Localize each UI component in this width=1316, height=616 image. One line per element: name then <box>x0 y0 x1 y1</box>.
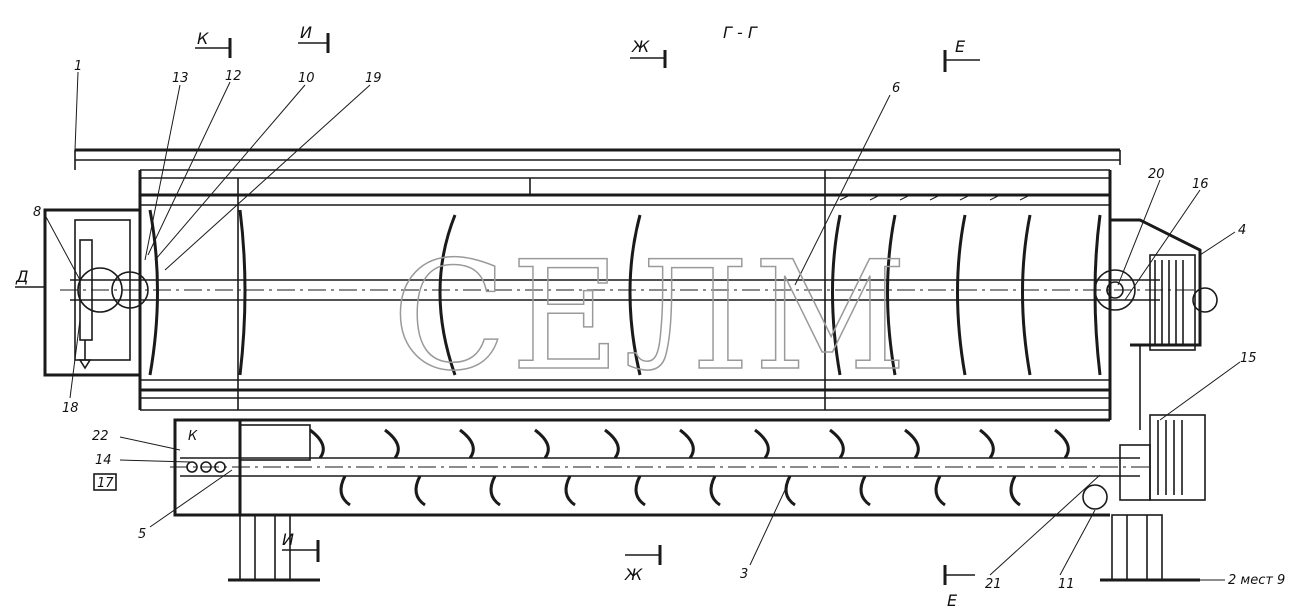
watermark: СЕЛМ <box>392 230 911 404</box>
section-mark-i: И <box>300 23 312 42</box>
callout-6: 6 <box>892 81 900 96</box>
section-marks <box>15 33 980 585</box>
top-frame-rail <box>74 148 1121 179</box>
callout-3: 3 <box>740 567 748 582</box>
callout-13: 13 <box>172 71 189 86</box>
callout-1: 1 <box>74 59 82 74</box>
section-mark-k: К <box>197 29 209 48</box>
callout-4: 4 <box>1238 223 1246 238</box>
section-mark-k-small: К <box>188 429 198 444</box>
callout-21: 21 <box>985 577 1002 592</box>
section-mark-zh-bottom: Ж <box>624 565 643 584</box>
section-mark-i-bottom: И <box>282 530 294 549</box>
auger-trough <box>170 418 1150 517</box>
callout-12: 12 <box>225 69 242 84</box>
callout-8: 8 <box>33 205 41 220</box>
callout-10: 10 <box>298 71 315 86</box>
callout-14: 14 <box>95 453 112 468</box>
callout-19: 19 <box>365 71 382 86</box>
callout-17-box <box>93 473 117 491</box>
drum-paddles <box>148 209 1102 376</box>
callout-5: 5 <box>138 527 146 542</box>
callout-17: 17 <box>97 476 114 491</box>
callout-16: 16 <box>1192 177 1209 192</box>
callout-11: 11 <box>1058 577 1075 592</box>
right-drive-unit <box>1094 218 1218 430</box>
section-mark-e: Е <box>955 37 966 56</box>
callout-20: 20 <box>1148 167 1165 182</box>
callout-leaders <box>44 71 1241 581</box>
top-right-hatching <box>839 194 1031 201</box>
left-drive-unit <box>43 208 149 377</box>
callout-22: 22 <box>92 429 109 444</box>
auger-flights <box>309 428 1070 507</box>
callout-18: 18 <box>62 401 79 416</box>
section-title: Г - Г <box>723 23 758 42</box>
support-legs <box>228 514 1200 582</box>
view-mark-d: Д <box>15 267 29 286</box>
section-mark-zh: Ж <box>631 37 650 56</box>
callout-2-9: 2 мест 9 <box>1228 573 1285 588</box>
auger-drive-gear <box>1082 414 1206 510</box>
section-mark-e-bottom: Е <box>947 591 958 610</box>
callout-15: 15 <box>1240 351 1257 366</box>
